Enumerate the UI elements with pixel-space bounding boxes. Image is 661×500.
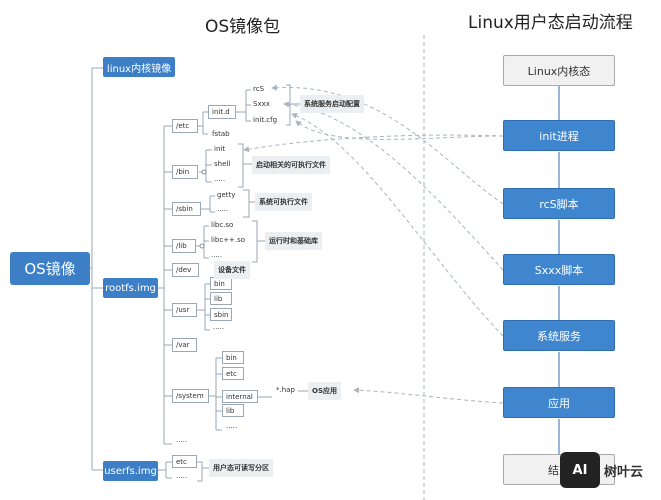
system-bin: bin: [222, 351, 244, 364]
watermark-logo-icon: AI: [560, 452, 600, 488]
right-title: Linux用户态启动流程: [468, 13, 633, 33]
lib-libc: libc.so: [211, 221, 234, 229]
bracket-sbin: [243, 189, 255, 218]
note-runtime: 运行时和基础库: [265, 232, 322, 250]
flow-kernel: Linux内核态: [503, 55, 615, 86]
rootfs-trunk: [158, 125, 172, 445]
bracket-bin: [238, 143, 252, 188]
lib-libcpp: libc++.so: [211, 236, 246, 244]
system-lines: [209, 357, 308, 431]
dir-lib: /lib: [172, 239, 196, 253]
lib-more: .....: [211, 251, 223, 259]
bin-more: .....: [214, 175, 226, 183]
bin-node-dot: [201, 169, 207, 175]
link-init-to-initcfg: [295, 120, 504, 140]
note-user-rw: 用户态可读写分区: [209, 459, 273, 477]
etc-sxxx: Sxxx: [253, 100, 270, 108]
bracket-etc: [286, 84, 300, 126]
note-startup-config: 系统服务启动配置: [300, 95, 364, 113]
flow-app: 应用: [503, 387, 615, 418]
system-hap: *.hap: [276, 386, 295, 394]
system-etc: etc: [222, 367, 244, 380]
lib-node-dot: [199, 243, 205, 249]
userfs-more: .....: [176, 472, 188, 480]
note-device: 设备文件: [214, 261, 250, 279]
usr-lib: lib: [210, 292, 232, 305]
system-internal: internal: [222, 390, 258, 403]
flow-rcs: rcS脚本: [503, 188, 615, 219]
link-sxxx-to-sxxx: [283, 101, 504, 271]
dir-more: .....: [176, 436, 188, 444]
watermark: AI 树叶云: [560, 452, 643, 488]
link-app-to-osapp: [353, 387, 504, 404]
dir-bin: /bin: [172, 165, 198, 179]
system-more: .....: [226, 422, 238, 430]
bracket-lib: [252, 220, 265, 263]
dir-var: /var: [172, 338, 197, 352]
userfs-etc: etc: [172, 455, 197, 468]
dir-usr: /usr: [172, 303, 197, 317]
link-rcs-to-rcs: [271, 84, 504, 205]
flow-sxxx: Sxxx脚本: [503, 254, 615, 285]
root-os-image: OS镜像: [10, 252, 90, 285]
left-title: OS镜像包: [205, 17, 281, 37]
root-trunk: [90, 67, 103, 471]
flow-service: 系统服务: [503, 320, 615, 351]
link-service-to-cfg: [291, 112, 504, 337]
watermark-text: 树叶云: [604, 464, 644, 480]
userfs-image: userfs.img: [103, 461, 158, 481]
sbin-more: .....: [217, 205, 229, 213]
note-os-app: OS应用: [308, 382, 341, 400]
usr-sbin: sbin: [210, 308, 232, 321]
rootfs-image: rootfs.img: [103, 278, 158, 298]
dir-etc: /etc: [172, 119, 198, 133]
etc-initd: init.d: [208, 105, 236, 119]
userfs-lines: [158, 461, 172, 479]
etc-fstab: fstab: [212, 130, 230, 138]
system-lib: lib: [222, 404, 244, 417]
sbin-getty: getty: [217, 191, 236, 199]
etc-lines: [198, 89, 251, 135]
lib-lines: [196, 225, 209, 259]
usr-more: .....: [213, 323, 225, 331]
usr-bin: bin: [210, 277, 232, 290]
etc-initcfg: init.cfg: [253, 116, 278, 124]
usr-lines: [197, 283, 210, 331]
bin-shell: shell: [214, 160, 231, 168]
dir-dev: /dev: [172, 263, 199, 277]
sbin-lines: [201, 195, 215, 213]
note-sys-exec: 系统可执行文件: [255, 193, 312, 211]
etc-rcs: rcS: [253, 85, 265, 93]
note-startup-exec: 启动相关的可执行文件: [252, 156, 330, 174]
bin-lines: [199, 149, 212, 183]
bin-init: init: [214, 145, 226, 153]
dir-system: /system: [172, 389, 209, 403]
kernel-image: linux内核镜像: [103, 57, 175, 77]
bracket-userfs: [197, 461, 209, 482]
flow-init: init进程: [503, 120, 615, 151]
dir-sbin: /sbin: [172, 202, 201, 216]
